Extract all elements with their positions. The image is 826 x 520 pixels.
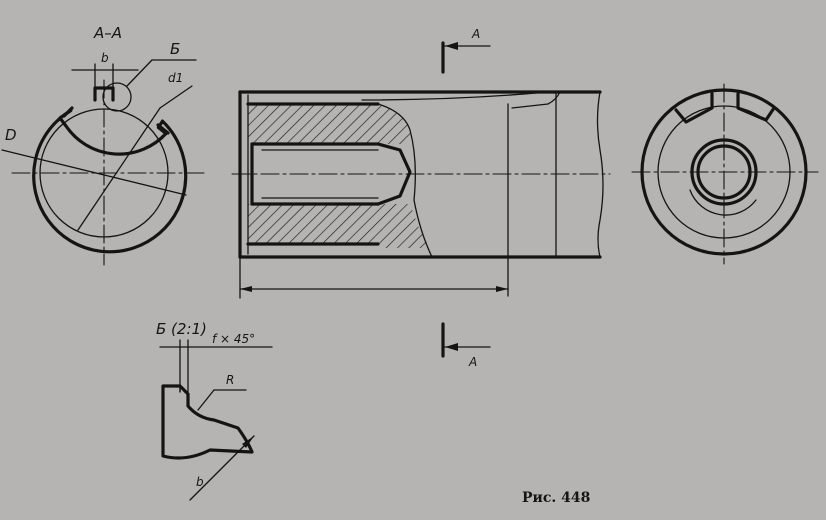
figure-caption: Рис. 448 [522, 490, 590, 506]
label-dim-b: b [101, 51, 109, 65]
section-a-a: A–A b Б d1 D [1, 24, 206, 266]
dim-length-arrow-right [496, 286, 508, 292]
section-hatched-disc [32, 108, 188, 254]
end-key-slot-left [674, 92, 714, 124]
end-thread-arc [689, 189, 757, 216]
front-view [231, 90, 611, 299]
body-right-break [596, 91, 604, 258]
label-detail-b: Б [170, 40, 180, 58]
dim-D-line [1, 149, 187, 196]
dim-d1-leader [159, 85, 193, 109]
cut-arrow-top-head [445, 42, 458, 50]
end-key-slot-right [736, 92, 776, 122]
label-section-a-a: A–A [93, 24, 122, 42]
dim-b-detail-line [189, 435, 255, 501]
detail-hatched-body [161, 384, 254, 460]
label-dim-b-detail: b [196, 475, 204, 489]
label-radius: R [226, 373, 234, 387]
end-view [631, 83, 819, 265]
cut-arrow-bottom-head [445, 343, 458, 351]
dim-b-detail-arrow [242, 436, 254, 448]
label-detail-title: Б (2:1) [156, 320, 207, 338]
detail-b: Б (2:1) f × 45° R b [156, 320, 273, 501]
hatch-break-bottom [378, 204, 430, 248]
slot-curve [361, 91, 549, 101]
detail-b-leader [126, 59, 153, 87]
label-chamfer: f × 45° [212, 332, 255, 346]
hatch-break-top [378, 104, 410, 144]
label-dim-d1: d1 [168, 71, 183, 85]
label-dim-D: D [5, 126, 17, 144]
label-cut-bottom: A [468, 355, 477, 369]
cutting-plane-marks: A A [441, 27, 491, 369]
bore-drill-cone [376, 142, 412, 206]
dim-length-arrow-left [240, 286, 252, 292]
break-line [377, 103, 433, 258]
dim-d1-line [77, 107, 161, 231]
slot-line-right [511, 91, 561, 109]
wall-hatch-bottom [248, 204, 378, 244]
section-slot-outline [62, 106, 170, 135]
wall-hatch-top [248, 104, 378, 144]
radius-leader [197, 389, 215, 411]
detail-b-marker-circle [102, 82, 132, 112]
label-cut-top: A [471, 27, 480, 41]
